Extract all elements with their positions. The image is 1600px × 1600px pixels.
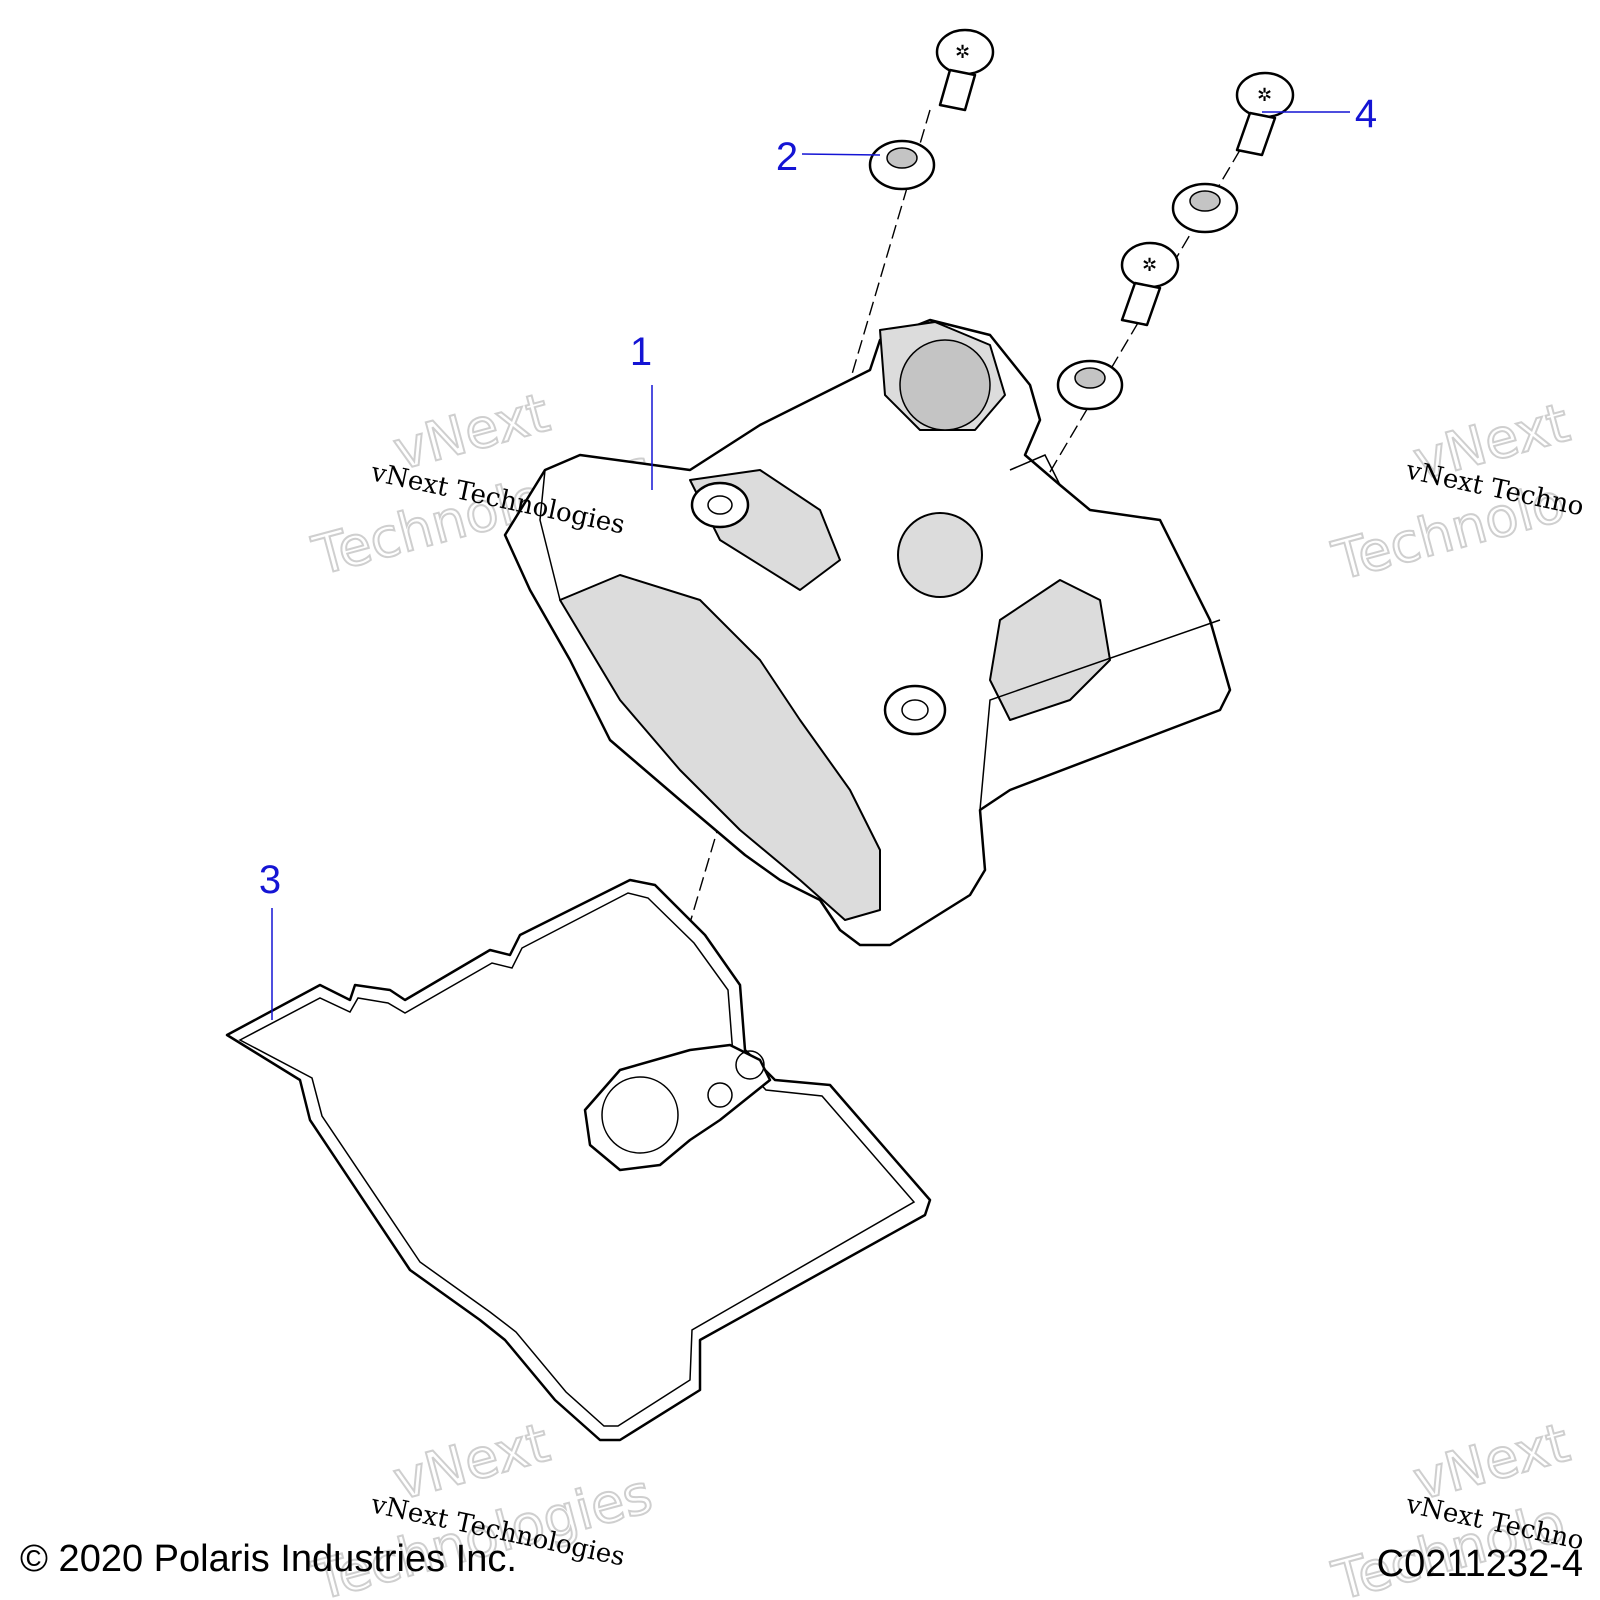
callout-2[interactable]: 2 <box>776 135 881 179</box>
bolt-1: ✲ <box>935 28 995 112</box>
grommet-3 <box>1056 359 1124 411</box>
spark-plug-opening <box>897 512 983 598</box>
torx-icon: ✲ <box>955 42 970 63</box>
drawing-number: C0211232-4 <box>1377 1543 1583 1585</box>
bolt-3: ✲ <box>1120 241 1180 327</box>
gasket-spark-plug-hole <box>601 1076 679 1154</box>
callout-1[interactable]: 1 <box>630 330 653 490</box>
callout-number-2[interactable]: 2 <box>776 135 798 179</box>
callout-number-4[interactable]: 4 <box>1355 92 1377 136</box>
bolt-parts: ✲ ✲ ✲ <box>935 28 1295 327</box>
bolt-2: ✲ <box>1235 71 1295 157</box>
torx-icon: ✲ <box>1257 85 1272 106</box>
callout-number-1[interactable]: 1 <box>630 330 652 374</box>
oil-filler-opening <box>899 339 991 431</box>
torx-icon: ✲ <box>1142 255 1157 276</box>
grommet-2 <box>1171 182 1239 234</box>
valve-cover-part <box>503 318 1232 947</box>
gasket-part <box>225 878 932 1442</box>
copyright-text: © 2020 Polaris Industries Inc. <box>20 1538 517 1580</box>
cover-bolt-boss-lower <box>883 684 947 736</box>
callout-4[interactable]: 4 <box>1262 92 1377 136</box>
callout-leader-2 <box>801 153 881 156</box>
grommet-parts <box>868 139 1239 411</box>
callout-3[interactable]: 3 <box>259 858 281 1020</box>
cover-bolt-boss-left <box>690 481 750 529</box>
grommet-1 <box>868 139 936 191</box>
callout-number-3[interactable]: 3 <box>259 858 281 902</box>
